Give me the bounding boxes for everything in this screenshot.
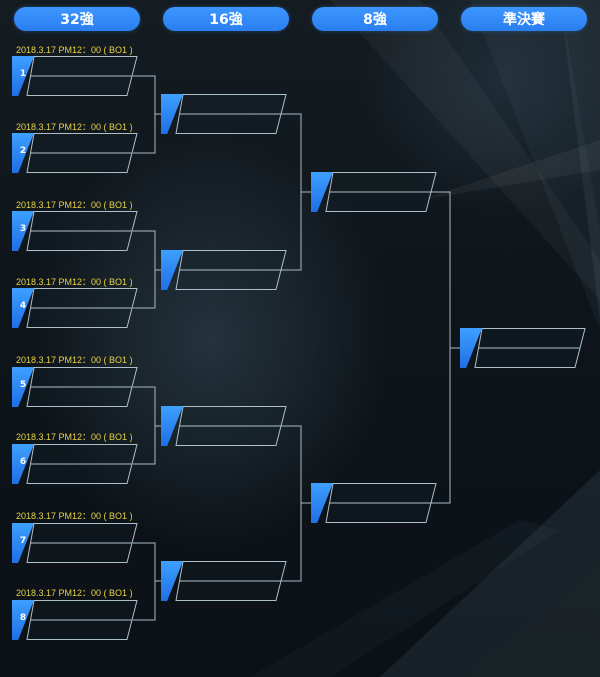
match-4-time: 2018.3.17 PM12：00 ( BO1 ): [16, 277, 133, 287]
match-2-slot[interactable]: 2: [12, 133, 138, 173]
round16-slot-3[interactable]: [161, 406, 287, 446]
match-5-time: 2018.3.17 PM12：00 ( BO1 ): [16, 355, 133, 365]
round-header-32[interactable]: 32強: [14, 7, 140, 31]
match-7-slot[interactable]: 7: [12, 523, 138, 563]
semifinal-slot[interactable]: [460, 328, 586, 368]
round-header-semifinal[interactable]: 準決賽: [461, 7, 587, 31]
round8-slot-2[interactable]: [311, 483, 437, 523]
match-1-slot[interactable]: 1: [12, 56, 138, 96]
round16-slot-1[interactable]: [161, 94, 287, 134]
match-6-time: 2018.3.17 PM12：00 ( BO1 ): [16, 432, 133, 442]
match-3-number: 3: [19, 224, 27, 234]
match-4-slot[interactable]: 4: [12, 288, 138, 328]
match-1-number: 1: [19, 69, 27, 79]
match-8-time: 2018.3.17 PM12：00 ( BO1 ): [16, 588, 133, 598]
match-3-slot[interactable]: 3: [12, 211, 138, 251]
match-8-number: 8: [19, 613, 27, 623]
match-2-number: 2: [19, 146, 27, 156]
match-6-number: 6: [19, 457, 27, 467]
match-7-number: 7: [19, 536, 27, 546]
match-6-slot[interactable]: 6: [12, 444, 138, 484]
match-8-slot[interactable]: 8: [12, 600, 138, 640]
round8-slot-1[interactable]: [311, 172, 437, 212]
match-4-number: 4: [19, 301, 27, 311]
round16-slot-4[interactable]: [161, 561, 287, 601]
round-header-8[interactable]: 8強: [312, 7, 438, 31]
match-2-time: 2018.3.17 PM12：00 ( BO1 ): [16, 122, 133, 132]
match-5-number: 5: [19, 380, 27, 390]
match-1-time: 2018.3.17 PM12：00 ( BO1 ): [16, 45, 133, 55]
match-5-slot[interactable]: 5: [12, 367, 138, 407]
round16-slot-2[interactable]: [161, 250, 287, 290]
match-7-time: 2018.3.17 PM12：00 ( BO1 ): [16, 511, 133, 521]
match-3-time: 2018.3.17 PM12：00 ( BO1 ): [16, 200, 133, 210]
round-header-16[interactable]: 16強: [163, 7, 289, 31]
